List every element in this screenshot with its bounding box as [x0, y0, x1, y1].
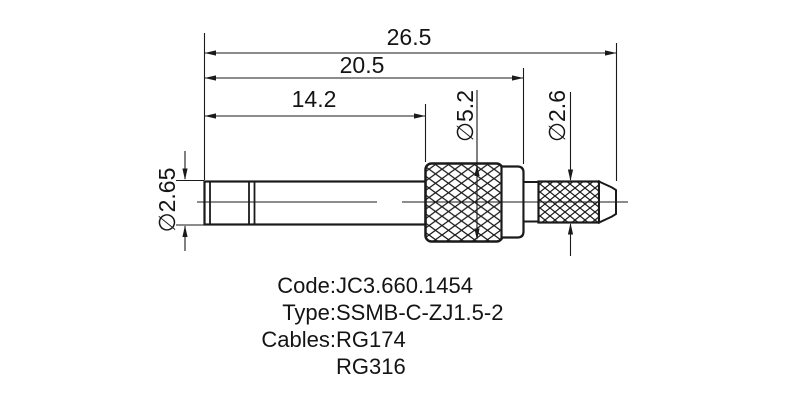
arrowhead-up-icon — [567, 223, 574, 235]
arrowhead-right-icon — [512, 75, 524, 81]
dim-barrel-diameter-label: ∅2.65 — [154, 168, 180, 233]
note-label — [150, 353, 336, 380]
arrowhead-left-icon — [204, 50, 216, 56]
cable-barrel — [203, 180, 427, 226]
arrowhead-up-icon — [182, 225, 188, 237]
arrowhead-left-icon — [204, 75, 216, 81]
dim-barrel-diameter: ∅2.65 — [154, 151, 204, 251]
dim-overall-length: 26.5 — [203, 24, 618, 181]
dim-nut-diameter-label: ∅5.2 — [452, 90, 478, 142]
arrowhead-right-icon — [414, 113, 426, 119]
note-label: Code: — [277, 273, 336, 298]
arrowhead-down-icon — [474, 228, 480, 240]
dim-barrel-label: 14.2 — [292, 86, 337, 112]
dim-tail-diameter: ∅2.6 — [544, 90, 574, 256]
note-label: Type: — [282, 300, 336, 325]
note-value: RG316 — [336, 354, 406, 379]
dim-tail-diameter-label: ∅2.6 — [544, 90, 570, 142]
note-value: SSMB-C-ZJ1.5-2 — [336, 300, 504, 325]
arrowhead-up-icon — [474, 164, 480, 176]
note-value: RG174 — [336, 327, 406, 352]
dim-body-label: 20.5 — [340, 52, 385, 78]
dim-overall-label: 26.5 — [387, 24, 432, 50]
note-label: Cables: — [261, 327, 336, 352]
arrowhead-right-icon — [605, 50, 617, 56]
arrowhead-down-icon — [567, 169, 574, 181]
dim-body-length: 20.5 — [204, 52, 525, 164]
dim-nut-diameter: ∅5.2 — [452, 90, 480, 240]
note-value: JC3.660.1454 — [336, 273, 473, 298]
arrowhead-down-icon — [182, 168, 188, 180]
spec-notes: Code: JC3.660.1454 Type: SSMB-C-ZJ1.5-2 … — [150, 272, 503, 380]
arrowhead-left-icon — [204, 113, 216, 119]
dim-barrel-length: 14.2 — [204, 86, 427, 162]
